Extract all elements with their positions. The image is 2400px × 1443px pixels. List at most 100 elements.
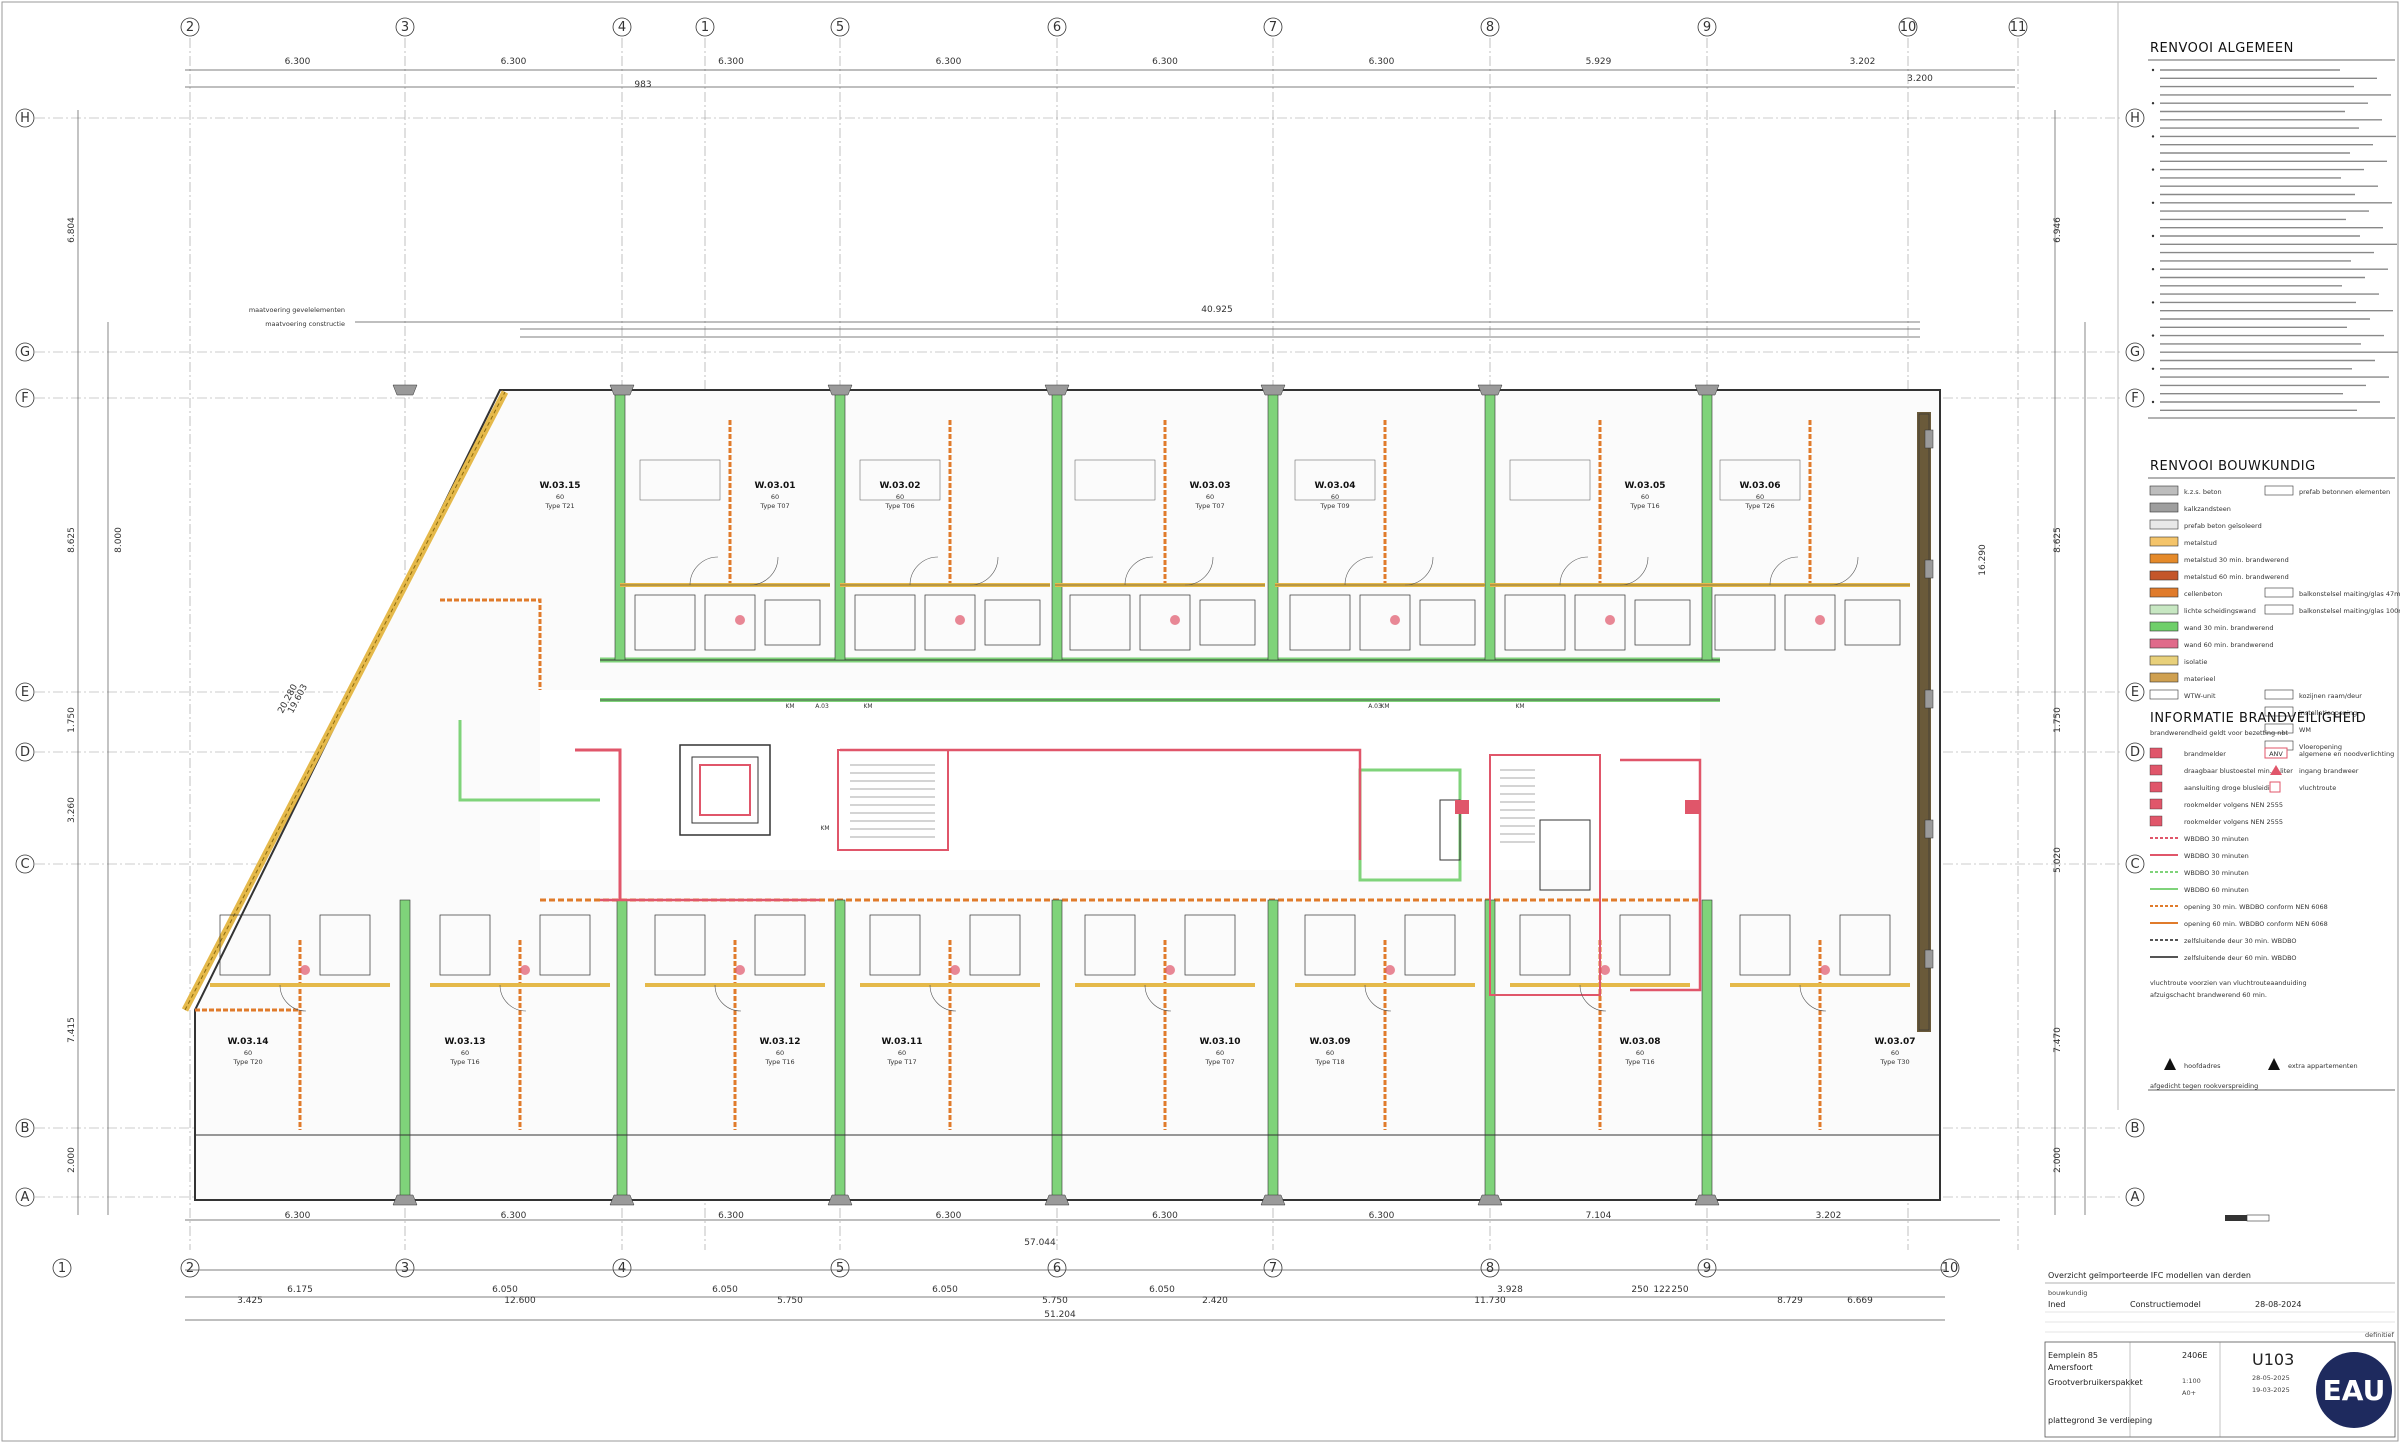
dim-bot-1: 6.300 — [501, 1211, 527, 1221]
unit-label-3: W.03.03 — [1189, 481, 1230, 491]
grid-label-bottom-9: 9 — [1703, 1261, 1711, 1276]
build-label-r-0: prefab betonnen elementen — [2299, 488, 2390, 496]
core-label-3: KM — [863, 703, 872, 710]
toilet-top-3 — [1359, 594, 1411, 651]
grid-bubble-top-4 — [612, 17, 632, 37]
legend-fire-subtitle: brandwerendheid geldt voor bezetting nbt — [2150, 729, 2288, 737]
unit-sub-1: 60 — [771, 493, 779, 501]
grid-label-top-3: 3 — [401, 20, 409, 35]
dim-chain2-1: 12.600 — [504, 1296, 536, 1306]
door-swing-bot-1 — [499, 984, 527, 1012]
bedroom-top-4 — [1509, 459, 1591, 501]
build-swatch-r-7 — [2264, 604, 2294, 615]
dim-left-3: 1.750 — [67, 707, 77, 733]
dim-chain2-5: 11.730 — [1474, 1296, 1506, 1306]
left-mid-wall — [458, 720, 600, 802]
general-bullet-0 — [2151, 68, 2155, 72]
build-label-r-13: installatieopening — [2299, 709, 2357, 717]
build-swatch-3 — [2149, 536, 2179, 547]
build-label-9: wand 60 min. brandwerend — [2184, 641, 2273, 649]
grid-label-top-11: 11 — [2010, 20, 2027, 35]
kitchen-bot-2 — [754, 914, 806, 976]
column-bottom-2 — [827, 1194, 853, 1206]
tb-definitief: definitief — [2365, 1331, 2394, 1339]
legend-fire-title: INFORMATIE BRANDVEILIGHEID — [2150, 711, 2366, 726]
dim-left-6: 2.000 — [67, 1147, 77, 1173]
grid-bubble-top-10 — [1898, 17, 1918, 37]
dim-top-1: 6.300 — [501, 57, 527, 67]
grid-bubble-top-1 — [695, 17, 715, 37]
bottom-wall-0 — [399, 899, 411, 1201]
dim-overall-top: 40.925 — [1201, 305, 1233, 315]
dim-chain1-1: 6.050 — [492, 1285, 518, 1295]
dim-chain2-7: 6.669 — [1847, 1296, 1873, 1306]
smoke-detector-bot-4 — [1165, 965, 1175, 975]
dim-left-5: 7.415 — [67, 1017, 77, 1043]
column-bottom-0 — [392, 1194, 418, 1206]
dim-chain1-4: 6.050 — [1149, 1285, 1175, 1295]
door-swing-top2-2 — [1184, 556, 1214, 586]
unit-type-2: Type T06 — [884, 502, 914, 510]
dim-chain1-8: 250 — [1671, 1285, 1688, 1295]
grid-label-top-1: 1 — [701, 20, 709, 35]
build-label-r-6: balkonstelsel maiting/glas 47mm — [2299, 590, 2400, 598]
grid-bubble-top-7 — [1263, 17, 1283, 37]
kitchen-bot-6 — [1619, 914, 1671, 976]
smoke-detector-bot-3 — [950, 965, 960, 975]
unit-type-9: Type T16 — [764, 1058, 794, 1066]
bottom-wall-6 — [1701, 899, 1713, 1201]
build-swatch-11 — [2149, 672, 2179, 683]
unit-sub-9: 60 — [776, 1049, 784, 1057]
unit-sub-3: 60 — [1206, 493, 1214, 501]
grid-label-top-8: 8 — [1486, 20, 1494, 35]
build-label-r-12: kozijnen raam/deur — [2299, 692, 2362, 700]
dim-chain2-3: 5.750 — [1042, 1296, 1068, 1306]
bathroom-bot-4 — [1084, 914, 1136, 976]
dim-top-5: 6.300 — [1369, 57, 1395, 67]
unit-label-6: W.03.06 — [1739, 481, 1780, 491]
unit-label-1: W.03.01 — [754, 481, 795, 491]
fire-icon-1 — [2149, 764, 2163, 776]
door-swing-bot-6 — [1579, 984, 1607, 1012]
dim-chain2-6: 8.729 — [1777, 1296, 1803, 1306]
unit-label-14: W.03.07 — [1874, 1037, 1915, 1047]
grid-label-top-9: 9 — [1703, 20, 1711, 35]
door-swing-top-4 — [1559, 556, 1589, 586]
core-label-4: KM — [1380, 703, 1389, 710]
bedroom-top-1 — [859, 459, 941, 501]
dim-top-983: 983 — [634, 80, 651, 90]
door-swing-bot-7 — [1799, 984, 1827, 1012]
door-swing-top-1 — [909, 556, 939, 586]
smoke-detector-bot-6 — [1600, 965, 1610, 975]
dim-right-5: 7.470 — [2053, 1027, 2063, 1053]
storage-top-5 — [1844, 599, 1901, 646]
footer-item-0: hoofdadres — [2184, 1062, 2221, 1070]
extra-app-icon — [2268, 1058, 2280, 1070]
build-label-10: isolatie — [2184, 658, 2207, 666]
bottom-left-wall — [195, 1008, 302, 1130]
smoke-detector-bot-0 — [300, 965, 310, 975]
top-wall-4 — [1484, 389, 1496, 661]
grid-bubble-bottom-5 — [830, 1258, 850, 1278]
grid-bubble-left-H — [15, 108, 35, 128]
fire-label-9: opening 30 min. WBDBO conform NEN 6068 — [2184, 903, 2328, 911]
grid-bubble-top-3 — [395, 17, 415, 37]
bathroom-top-4 — [1504, 594, 1566, 651]
top-unit-walls — [440, 389, 1910, 802]
smoke-detector-top-3 — [1390, 615, 1400, 625]
build-swatch-r-14 — [2264, 723, 2294, 734]
column-top-0 — [392, 384, 418, 396]
unit-label-13: W.03.08 — [1619, 1037, 1660, 1047]
grid-label-top-4: 4 — [618, 20, 626, 35]
build-label-1: kalkzandsteen — [2184, 505, 2231, 513]
build-label-r-15: Vloeropening — [2299, 743, 2342, 751]
unit-type-0: Type T21 — [544, 502, 574, 510]
general-bullet-40 — [2151, 400, 2155, 404]
grid-label-top-7: 7 — [1269, 20, 1277, 35]
column-bottom-5 — [1477, 1194, 1503, 1206]
column-top-3 — [1044, 384, 1070, 396]
